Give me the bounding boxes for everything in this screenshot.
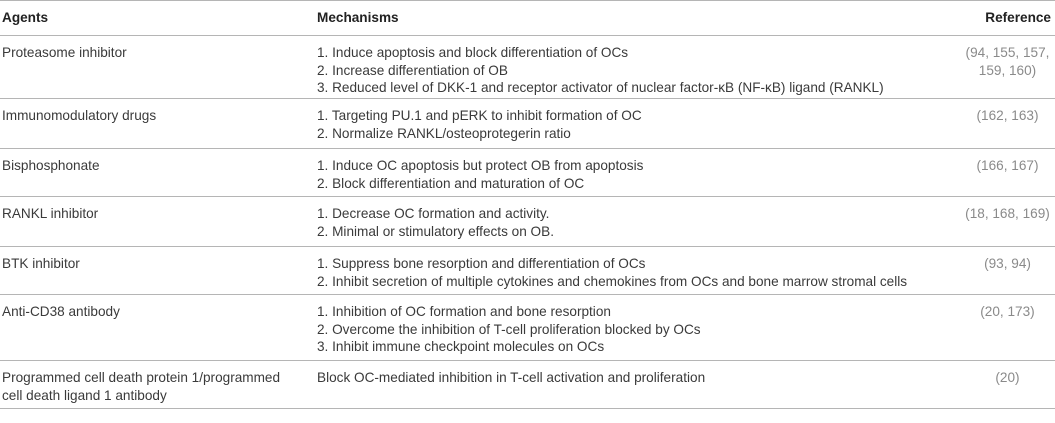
table-row: Proteasome inhibitor 1. Induce apoptosis… (0, 36, 1055, 99)
header-reference: Reference (985, 10, 1051, 25)
reference-line: (20) (995, 370, 1020, 385)
mechanisms-cell: 1. Decrease OC formation and activity. 2… (317, 197, 960, 246)
mechanism-line: 2. Normalize RANKL/osteoprotegerin ratio (317, 125, 571, 141)
mechanism-line: Block OC-mediated inhibition in T-cell a… (317, 370, 706, 385)
mechanism-line: 1. Targeting PU.1 and pERK to inhibit fo… (317, 108, 642, 123)
table-row: Bisphosphonate 1. Induce OC apoptosis bu… (0, 149, 1055, 197)
mechanism-line: 1. Inhibition of OC formation and bone r… (317, 304, 611, 319)
agent-line: Programmed cell death protein 1/programm… (2, 370, 281, 385)
agent-cell: Proteasome inhibitor (2, 45, 127, 60)
reference-cell: (162, 163) (960, 99, 1055, 148)
mechanism-line: 2. Block differentiation and maturation … (317, 175, 585, 191)
mechanisms-cell: 1. Induce OC apoptosis but protect OB fr… (317, 149, 960, 196)
agent-line: cell death ligand 1 antibody (2, 387, 167, 403)
reference-cell: (166, 167) (960, 149, 1055, 196)
table-row: Anti-CD38 antibody 1. Inhibition of OC f… (0, 295, 1055, 361)
agent-cell: Programmed cell death protein 1/programm… (0, 361, 317, 408)
table-row: RANKL inhibitor 1. Decrease OC formation… (0, 197, 1055, 247)
header-agents: Agents (2, 10, 49, 25)
mechanism-line: 2. Overcome the inhibition of T-cell pro… (317, 321, 701, 337)
data-table: Agents Mechanisms Reference Proteasome i… (0, 0, 1055, 409)
mechanisms-cell: 1. Targeting PU.1 and pERK to inhibit fo… (317, 99, 960, 148)
agent-cell: Immunomodulatory drugs (2, 108, 157, 123)
mechanism-line: 1. Decrease OC formation and activity. (317, 206, 550, 221)
table-row: Programmed cell death protein 1/programm… (0, 361, 1055, 409)
mechanisms-cell: 1. Induce apoptosis and block differenti… (317, 36, 960, 98)
reference-line: (162, 163) (976, 108, 1039, 123)
table-header-row: Agents Mechanisms Reference (0, 1, 1055, 36)
mechanisms-cell: 1. Suppress bone resorption and differen… (317, 247, 960, 294)
reference-cell: (20) (960, 361, 1055, 408)
reference-cell: (20, 173) (960, 295, 1055, 360)
mechanism-line: 1. Suppress bone resorption and differen… (317, 256, 646, 271)
mechanism-line: 1. Induce apoptosis and block differenti… (317, 45, 629, 60)
reference-cell: (93, 94) (960, 247, 1055, 294)
mechanisms-cell: 1. Inhibition of OC formation and bone r… (317, 295, 960, 360)
reference-line: (18, 168, 169) (965, 206, 1050, 221)
mechanism-line: 2. Minimal or stimulatory effects on OB. (317, 223, 554, 239)
reference-line: (94, 155, 157, (965, 45, 1050, 60)
agent-cell: Anti-CD38 antibody (2, 304, 120, 319)
header-mechanisms: Mechanisms (317, 10, 399, 25)
mechanism-line: 3. Reduced level of DKK-1 and receptor a… (317, 80, 884, 95)
reference-cell: (94, 155, 157, 159, 160) (960, 36, 1055, 98)
agent-cell: Bisphosphonate (2, 158, 100, 173)
mechanism-line: 2. Inhibit secretion of multiple cytokin… (317, 273, 908, 289)
mechanism-line: 1. Induce OC apoptosis but protect OB fr… (317, 158, 644, 173)
agent-cell: RANKL inhibitor (2, 206, 99, 221)
agent-cell: BTK inhibitor (2, 256, 80, 271)
mechanism-line: 3. Inhibit immune checkpoint molecules o… (317, 339, 605, 354)
table-row: Immunomodulatory drugs 1. Targeting PU.1… (0, 99, 1055, 149)
table-row: BTK inhibitor 1. Suppress bone resorptio… (0, 247, 1055, 295)
reference-line: 159, 160) (978, 62, 1037, 78)
mechanism-line: 2. Increase differentiation of OB (317, 62, 508, 78)
mechanisms-cell: Block OC-mediated inhibition in T-cell a… (317, 361, 960, 408)
reference-line: (93, 94) (984, 256, 1031, 271)
reference-cell: (18, 168, 169) (960, 197, 1055, 246)
reference-line: (166, 167) (976, 158, 1039, 173)
reference-line: (20, 173) (980, 304, 1035, 319)
